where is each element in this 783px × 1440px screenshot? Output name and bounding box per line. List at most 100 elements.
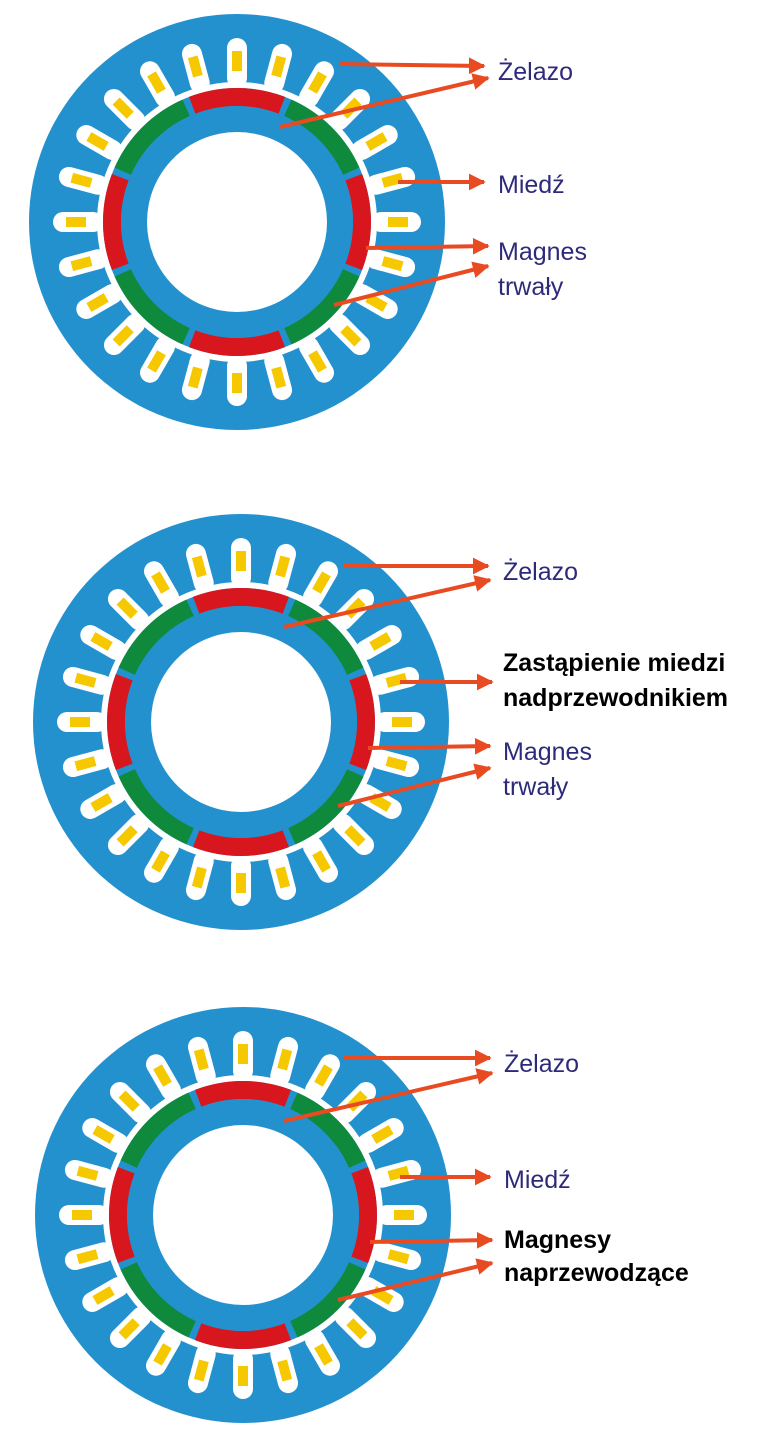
stator-slot (227, 356, 247, 406)
stator-slot (264, 43, 293, 93)
stator-slot (109, 1081, 152, 1124)
stator-slot (270, 1036, 299, 1086)
stator-slot (80, 625, 127, 660)
stator-slot (64, 1242, 114, 1271)
copper-winding (153, 1064, 172, 1087)
stator-slot (187, 1344, 216, 1394)
magnet-segment (114, 269, 190, 345)
label-permanent-magnet: Magnes trwały (498, 238, 594, 301)
stator-slot (268, 543, 297, 593)
copper-winding (112, 325, 134, 347)
copper-winding (118, 1318, 140, 1340)
copper-winding (116, 825, 138, 847)
label-superconductor-replacement: Zastąpienie miedzi nadprzewodnikiem (503, 649, 732, 712)
shaft-hole (147, 132, 327, 312)
stator-slot (62, 666, 112, 695)
stator-slot (58, 166, 108, 195)
motor-cross-section (33, 514, 449, 930)
stator-slot (372, 1242, 422, 1271)
stator-slot (305, 1054, 340, 1101)
copper-winding (86, 132, 109, 151)
copper-winding (365, 293, 388, 312)
copper-winding (147, 350, 166, 373)
stator-slot (303, 836, 338, 883)
magnet-segment (192, 830, 290, 856)
label-iron: Żelazo (504, 1049, 579, 1078)
stator-slot (377, 1205, 427, 1225)
copper-winding (340, 325, 362, 347)
stator-slot (303, 561, 338, 608)
copper-winding (232, 51, 242, 71)
magnet-segment (194, 1323, 292, 1349)
stator-slot (332, 813, 375, 856)
stator-slot (351, 125, 398, 160)
stator-slot (146, 1329, 181, 1376)
stator-slot (233, 1349, 253, 1399)
copper-winding (344, 825, 366, 847)
arrow-iron-inner (283, 1068, 494, 1123)
shaft-hole (151, 632, 331, 812)
motor-diagram-2-labels: Żelazo Zastąpienie miedzi nadprzewodniki… (283, 557, 732, 808)
copper-winding (151, 571, 170, 594)
stator-slot (371, 212, 421, 232)
stator-slot (231, 856, 251, 906)
motor-cross-section (35, 1007, 451, 1423)
stator-slot (270, 1344, 299, 1394)
copper-winding (112, 97, 134, 119)
arrow-magnet-red (365, 237, 490, 255)
magnet-segment (284, 99, 360, 175)
copper-winding (314, 1064, 333, 1087)
stator-slot (53, 212, 103, 232)
copper-winding (369, 632, 392, 651)
motor-diagram-2 (33, 514, 449, 930)
arrow-magnet-green (337, 763, 492, 808)
stator-slot (140, 61, 175, 108)
stator-slot (264, 351, 293, 401)
stator-slot (82, 1118, 129, 1153)
stator-slot (103, 88, 146, 131)
magnet-segment (290, 1262, 366, 1338)
stator-slot (370, 666, 420, 695)
copper-winding (236, 551, 246, 571)
stator-slot (82, 1277, 129, 1312)
copper-winding (388, 217, 408, 227)
arrow-magnet-green (333, 261, 490, 307)
arrow-magnet-red (367, 737, 492, 755)
copper-winding (371, 1125, 394, 1144)
magnet-segment (188, 330, 286, 356)
arrow-iron-inner (279, 73, 490, 129)
magnet-segment (107, 673, 133, 771)
stator-slot (370, 749, 420, 778)
copper-winding (90, 793, 113, 812)
stator-slot (351, 284, 398, 319)
shaft-hole (153, 1125, 333, 1305)
magnet-segment (109, 1166, 135, 1264)
stator-slot (233, 1031, 253, 1081)
magnet-segment (118, 599, 194, 675)
stator-slot (59, 1205, 109, 1225)
stator-slot (76, 284, 123, 319)
magnet-segment (192, 588, 290, 614)
stator-slot (366, 166, 416, 195)
stator-slot (64, 1159, 114, 1188)
magnet-segment (288, 769, 364, 845)
copper-winding (236, 873, 246, 893)
copper-winding (153, 1343, 172, 1366)
stator-slot (372, 1159, 422, 1188)
copper-winding (92, 1286, 115, 1305)
stator-slot (146, 1054, 181, 1101)
copper-winding (116, 597, 138, 619)
copper-winding (308, 350, 327, 373)
copper-winding (392, 717, 412, 727)
stator-slot (144, 561, 179, 608)
stator-slot (334, 1306, 377, 1349)
stator-slot (305, 1329, 340, 1376)
magnet-segment (120, 1092, 196, 1168)
copper-winding (151, 850, 170, 873)
magnet-segment (351, 1166, 377, 1264)
stator-slot (366, 249, 416, 278)
copper-winding (308, 71, 327, 94)
label-superconducting-magnets: Magnesy naprzewodzące (504, 1226, 689, 1287)
stator-slot (227, 38, 247, 88)
